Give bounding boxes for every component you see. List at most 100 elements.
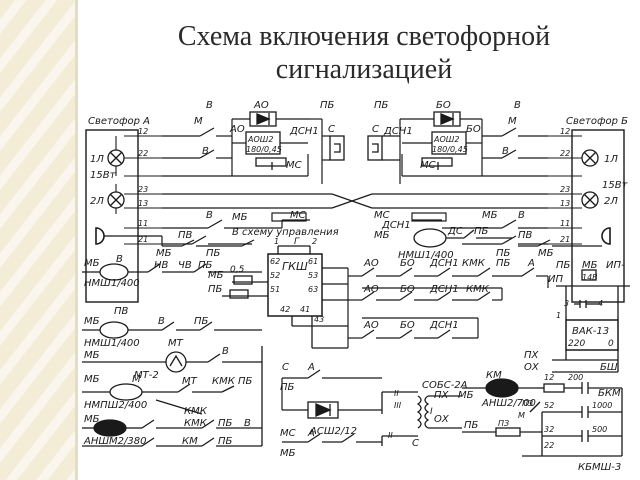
label-signal-a: Светофор А — [88, 116, 150, 127]
label-ms-b: МС — [420, 160, 436, 171]
label-anshm2: АНШМ2/380 — [83, 436, 147, 447]
term-23-a: 23 — [138, 185, 148, 194]
label-lamp-power-a: 15Вт — [90, 170, 117, 181]
bell-a-icon — [95, 227, 105, 245]
relay-nmsh1-400-left1 — [82, 263, 262, 281]
relay-anshm2-380 — [82, 396, 263, 447]
label-g41: 41 — [300, 305, 310, 314]
lamp-1l-a — [107, 149, 125, 167]
label-bo-r3: БО — [400, 320, 415, 331]
gksh-block — [222, 245, 348, 349]
lamp-2l-b — [581, 191, 599, 209]
label-mb-ansh: МБ — [458, 390, 474, 401]
label-mb-mid: МБ — [374, 230, 390, 241]
label-1l-a: 1Л — [90, 154, 104, 165]
label-pv-l2: ПВ — [114, 306, 129, 317]
label-v-mid-b: В — [502, 146, 509, 157]
label-s3: 3 — [564, 299, 569, 308]
label-a-ash: А — [307, 362, 315, 373]
relay-nmsh1-400-left2 — [82, 321, 262, 339]
label-mb-bell-a: МБ — [156, 248, 172, 259]
bell-b-icon — [601, 227, 611, 245]
label-m-top-b: М — [508, 116, 517, 127]
label-v-l2: В — [158, 316, 165, 327]
label-bo-b: БО — [466, 124, 481, 135]
lamp-1l-b — [581, 149, 599, 167]
label-lamp-power-b: 15Вт — [602, 180, 629, 191]
label-km-l7: КМ — [182, 436, 198, 447]
label-pb-vak: ПБ — [556, 260, 571, 271]
label-500: 500 — [592, 425, 607, 434]
label-dsn1-r3: ДСН1 — [429, 320, 459, 331]
label-kmk-l6: КМК — [184, 418, 208, 429]
label-ash: АСШ2/12 — [309, 426, 357, 437]
side-band-edge — [75, 0, 78, 480]
label-pb-l7: ПБ — [218, 436, 233, 447]
label-12-kbm: 12 — [544, 373, 554, 382]
sobs-contacts — [281, 369, 382, 443]
label-pb-l1: ПБ — [198, 260, 213, 271]
label-g62: 62 — [270, 257, 280, 266]
label-kmk-l5: КМК — [184, 406, 208, 417]
label-pb-l4: ПБ — [238, 376, 253, 387]
label-dsn1-r2: ДСН1 — [429, 284, 459, 295]
label-m-kbm: М — [518, 411, 525, 420]
label-bo-top: БО — [436, 100, 451, 111]
label-mb-b: МБ — [482, 210, 498, 221]
label-ip-minus: ИП- — [606, 260, 625, 271]
term-13-a: 13 — [138, 199, 148, 208]
label-v-top-b: В — [514, 100, 521, 111]
label-ao-a: АО — [229, 124, 245, 135]
label-nv: НВ — [154, 260, 169, 271]
label-mb-l4: МБ — [84, 374, 100, 385]
label-nmpsh2: НМПШ2/400 — [84, 400, 147, 411]
label-200: 200 — [568, 373, 583, 382]
label-km-ansh: КМ — [486, 370, 502, 381]
label-gksh: ГКШ — [282, 260, 308, 273]
label-pb-mid: ПБ — [474, 226, 489, 237]
label-pb-ash: ПБ — [280, 382, 295, 393]
resistor-ms-a — [255, 157, 287, 170]
schematic-labels: Светофор А Светофор Б 15Вт 15Вт 1Л 2Л 1Л… — [83, 100, 629, 473]
label-dsn1-r1: ДСН1 — [429, 258, 459, 269]
label-05: 0,5 — [230, 265, 245, 275]
label-2l-a: 2Л — [90, 196, 104, 207]
relay-nmpsh2-400 — [82, 346, 263, 415]
label-dsn1-mid: ДСН1 — [381, 220, 411, 231]
label-g1: 1 — [274, 237, 279, 246]
label-mt-l4: МТ — [182, 376, 198, 387]
label-mb-l5: МБ — [84, 414, 100, 425]
label-nmsh1-top: НМШ1/400 — [398, 250, 454, 261]
label-v-top-a: В — [206, 100, 213, 111]
label-ao-top: АО — [253, 100, 269, 111]
label-220: 220 — [568, 339, 585, 349]
label-sobs: СОБС-2А — [422, 380, 468, 391]
central-crossover — [162, 193, 548, 209]
label-g53: 53 — [308, 271, 318, 280]
label-52: 52 — [544, 401, 554, 410]
label-s4: 4 — [598, 299, 603, 308]
label-aosh-b: АОШ2 — [433, 135, 459, 144]
bell-row-contacts — [104, 235, 602, 247]
resistor-gksh-2 — [229, 289, 249, 299]
signal-a-frame — [85, 129, 139, 303]
slide-title: Схема включения светофорной сигнализацие… — [96, 20, 632, 86]
left-column — [82, 263, 263, 447]
label-ansh2: АНШ2/700 — [481, 398, 536, 409]
diode-ash — [282, 401, 382, 419]
relay-ansh2-700 — [462, 378, 538, 398]
label-1l-b: 1Л — [604, 154, 618, 165]
label-px-sobs: ПХ — [434, 390, 450, 401]
resistor-ms-b — [421, 157, 453, 170]
label-pb-l6: ПБ — [218, 418, 233, 429]
term-23-b: 23 — [560, 185, 570, 194]
label-ox-vak: ОХ — [524, 362, 540, 373]
label-ms-ash: МС — [280, 428, 296, 439]
label-aosh-a-val: 180/0,45 — [246, 145, 282, 154]
label-nmsh1-l1: НМШ1/400 — [84, 278, 140, 289]
label-ox-sobs: ОХ — [434, 414, 450, 425]
label-to-control: В схему управления — [232, 227, 339, 238]
term-11-a: 11 — [138, 219, 148, 228]
label-m-top-a: М — [194, 116, 203, 127]
label-pv-a: ПВ — [178, 230, 193, 241]
